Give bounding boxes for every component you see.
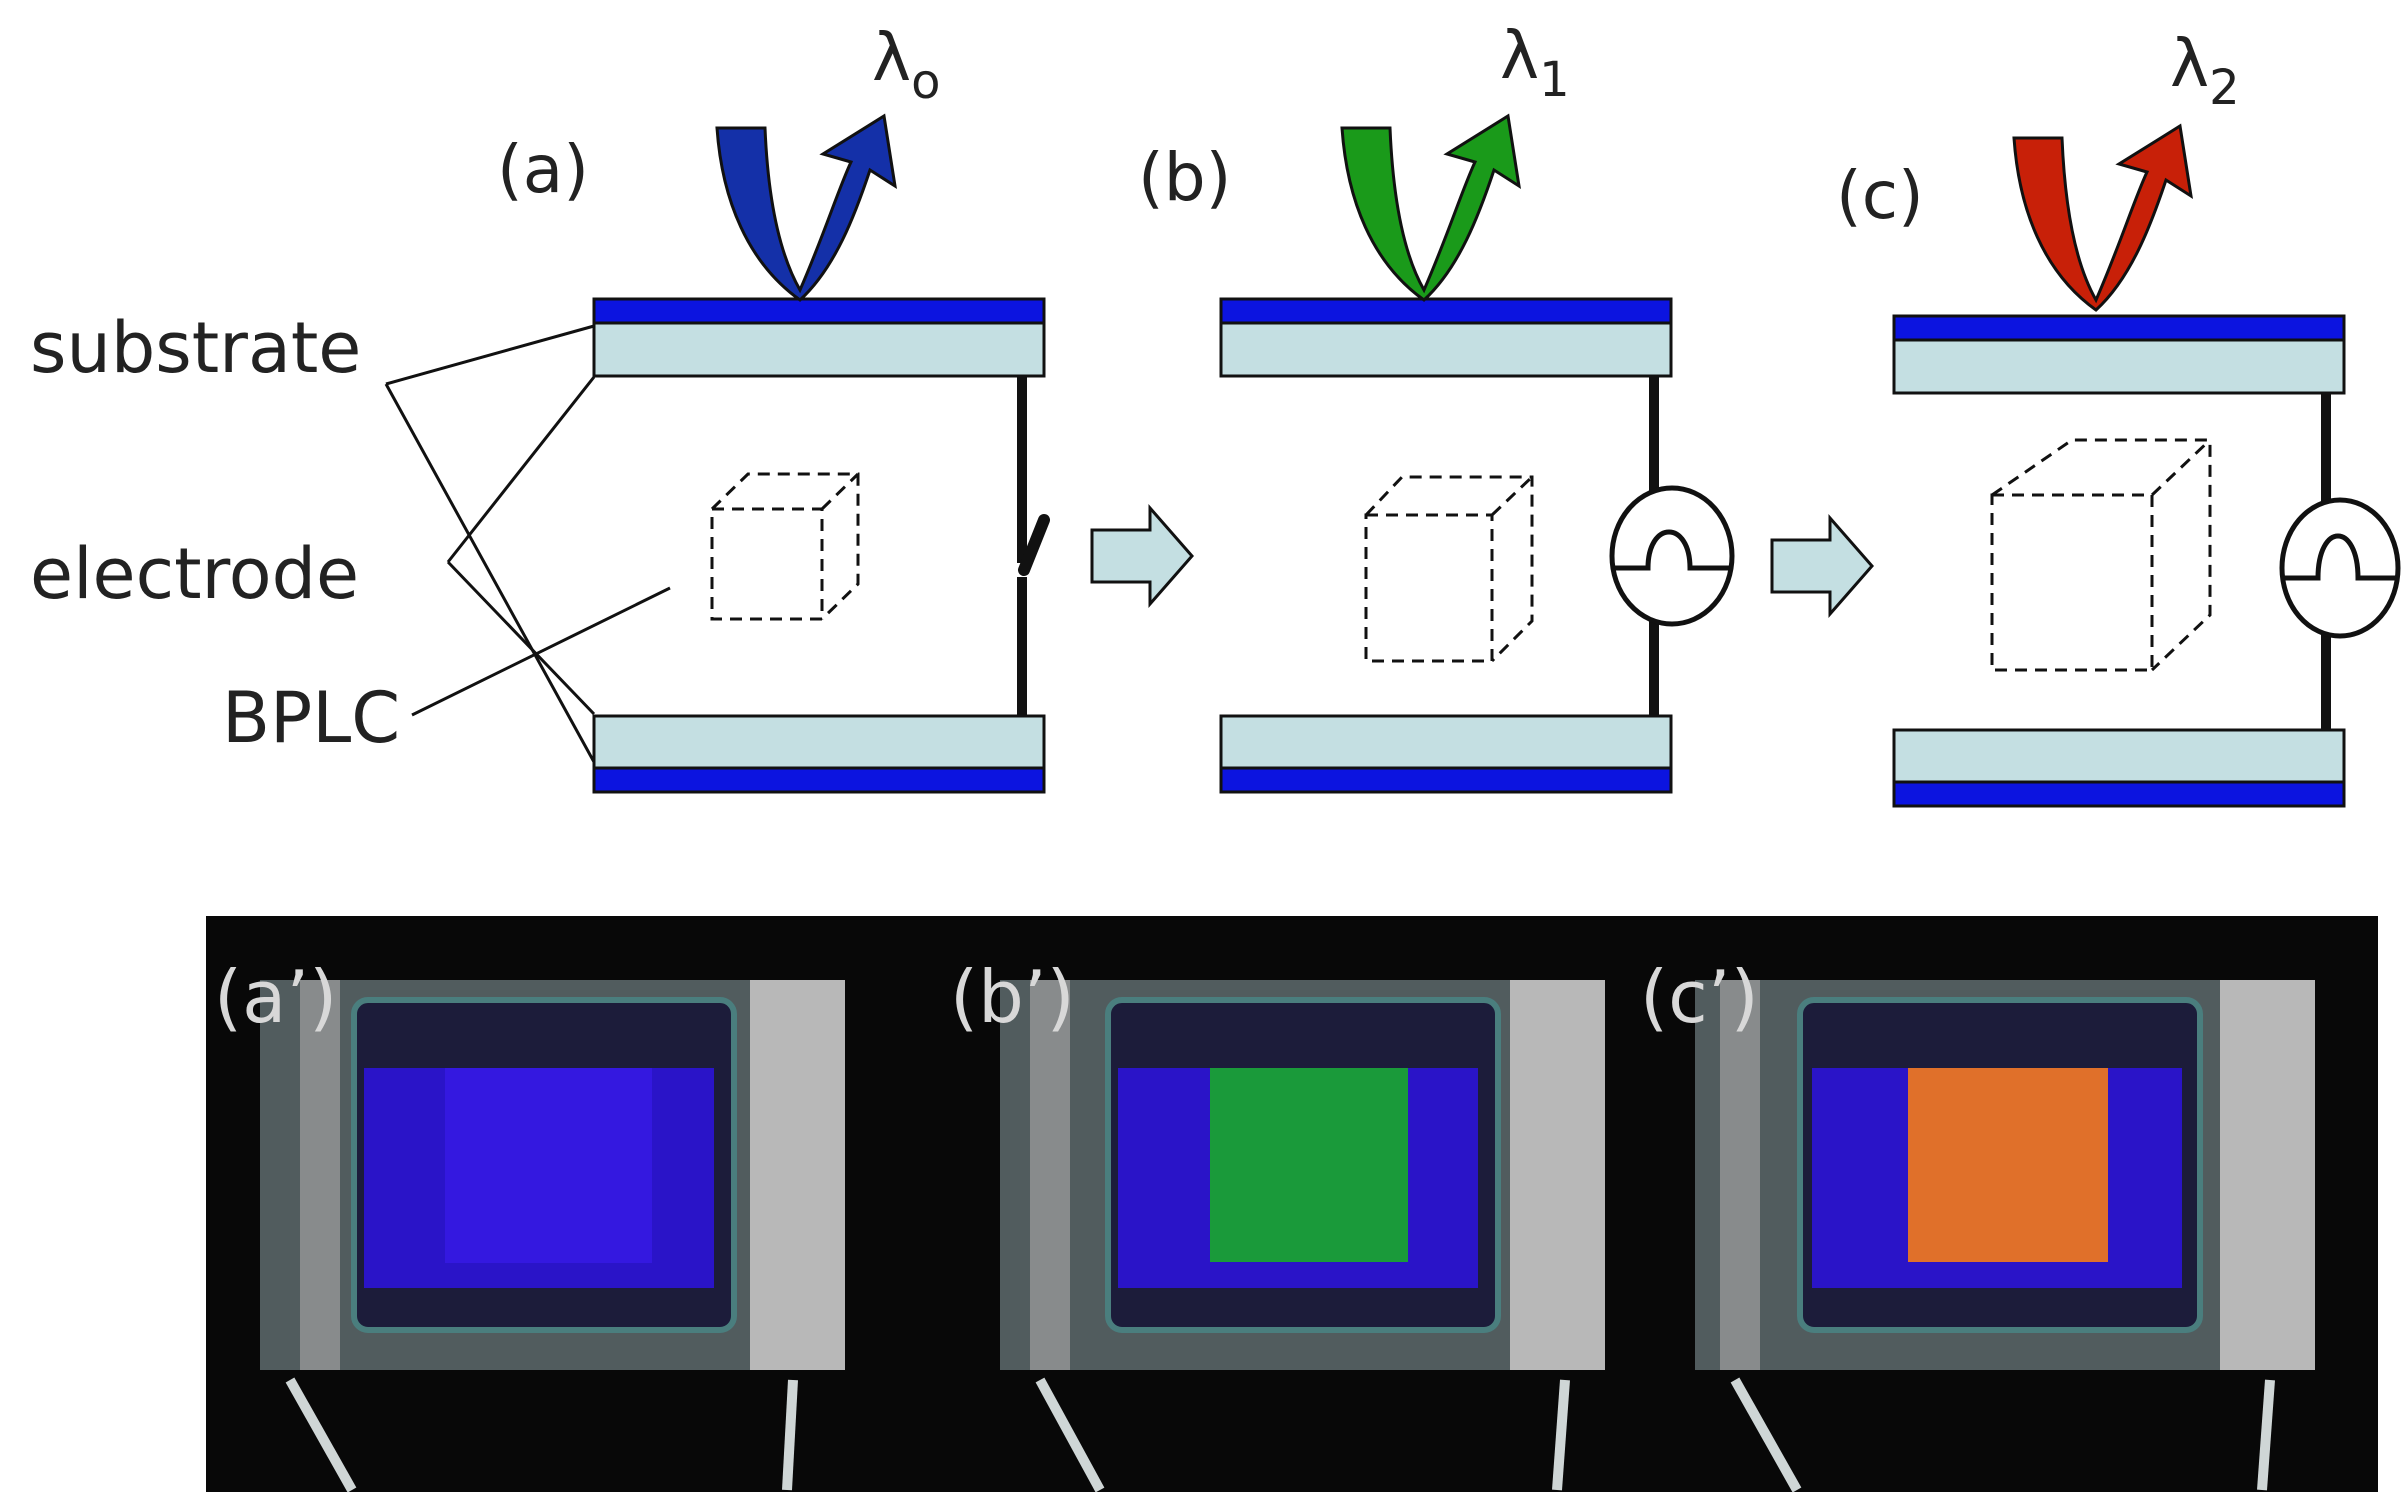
electrode-label: electrode [30,533,359,615]
substrate-label: substrate [30,307,361,389]
lambda-a: λ [872,19,911,96]
process-arrow-2 [1770,514,1874,618]
leader-lines [384,324,671,763]
svg-text:λ2: λ2 [2170,25,2240,116]
top-substrate-c [1892,338,2346,395]
top-substrate-b [1219,321,1673,378]
top-electrode-c [1892,314,2346,342]
bottom-electrode-c [1892,780,2346,808]
photo-c-center [1908,1068,2108,1262]
reflection-arrow-c [2012,123,2193,312]
photo-b-prime: (b’) [950,955,1605,1493]
photo-c-label: (c’) [1640,955,1759,1039]
open-switch-icon [1018,514,1050,576]
lambda-b: λ [1500,17,1539,94]
bplc-cube-b [1364,475,1534,663]
svg-text:λ1: λ1 [1500,17,1570,108]
photo-b-label: (b’) [950,955,1075,1039]
panel-c: (c) λ2 [1836,25,2401,808]
top-electrode-b [1219,297,1673,325]
photo-b-center [1210,1068,1408,1262]
reflection-arrow-b [1340,113,1521,302]
photo-c-prime: (c’) [1640,955,2315,1493]
panel-c-label: (c) [1836,157,1924,234]
svg-text:λo: λo [872,19,940,110]
process-arrow-1 [1090,504,1194,608]
bottom-electrode-a [592,766,1046,794]
ac-source-icon-c [2279,497,2401,639]
bottom-electrode-b [1219,766,1673,794]
photo-a-prime: (a’) [214,955,845,1493]
lambda-c: λ [2170,25,2209,102]
top-electrode-a [592,297,1046,325]
bplc-cube-c [1990,438,2212,672]
bottom-substrate-b [1219,714,1673,770]
ac-source-icon-b [1609,485,1735,627]
photo-a-label: (a’) [214,955,337,1039]
top-substrate-a [592,321,1046,378]
panel-a-label: (a) [497,131,589,208]
lambda-c-sub: 2 [2209,60,2240,116]
photo-a-center [445,1068,652,1263]
bplc-label: BPLC [222,677,400,759]
panel-b: (b) λ1 [1138,17,1735,794]
photo-strip: (a’) (b’) (c’) [206,916,2378,1493]
lambda-a-sub: o [911,54,940,110]
panel-a: (a) λo [497,19,1050,794]
panel-b-label: (b) [1138,139,1231,216]
bottom-substrate-c [1892,728,2346,784]
bplc-cube-a [710,472,860,621]
bottom-substrate-a [592,714,1046,770]
lambda-b-sub: 1 [1539,52,1570,108]
reflection-arrow-a [715,113,897,302]
